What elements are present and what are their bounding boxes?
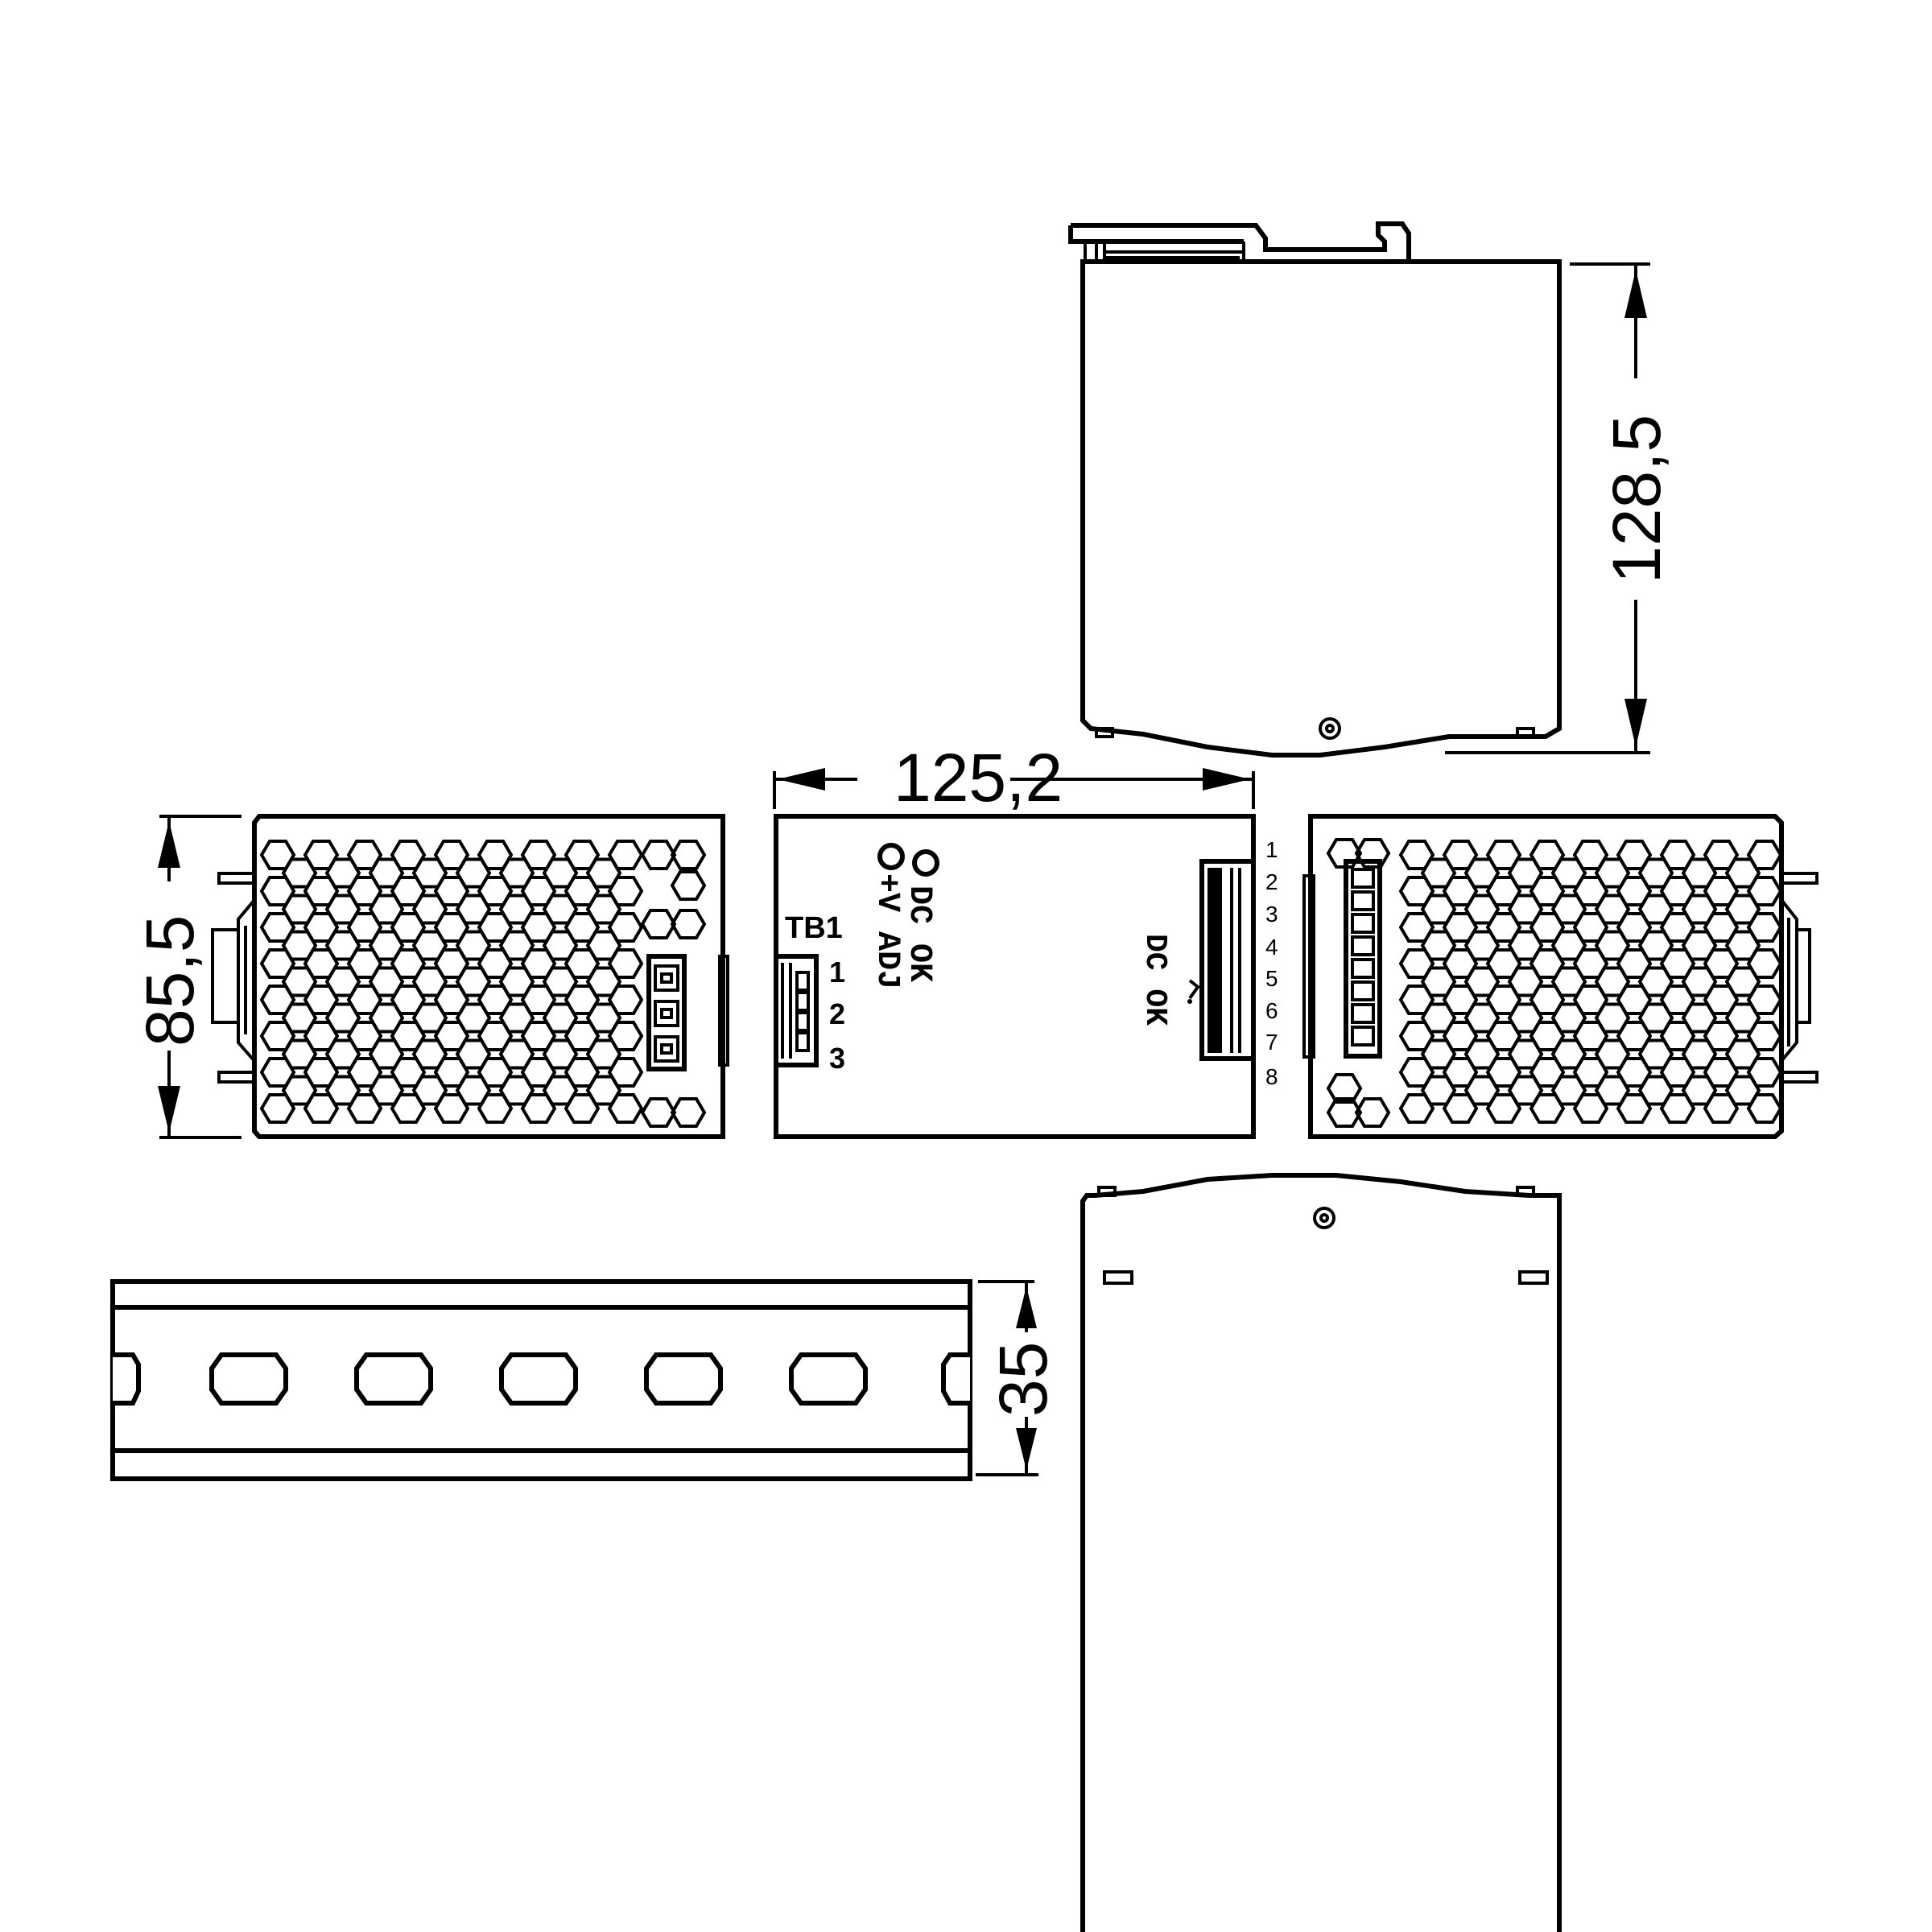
led-indicator-icon bbox=[912, 849, 939, 877]
output-pin-numbers: 1 2 3 4 5 6 7 8 bbox=[1265, 837, 1278, 1089]
terminal-block-8pin bbox=[1344, 859, 1382, 1059]
dimension-height: 128,5 bbox=[1445, 262, 1674, 754]
svg-text:2: 2 bbox=[1265, 869, 1278, 894]
dimension-depth-label: 85,5 bbox=[132, 915, 208, 1047]
dimension-height-label: 128,5 bbox=[1599, 415, 1674, 584]
input-terminal-label: TB1 bbox=[785, 911, 843, 945]
right-side-view bbox=[1302, 814, 1818, 1139]
input-pin-1: 1 bbox=[829, 956, 845, 989]
bottom-view bbox=[1080, 1173, 1562, 1932]
led-label: DC OK bbox=[901, 886, 937, 982]
svg-text:6: 6 bbox=[1265, 998, 1278, 1023]
rail-slots bbox=[209, 1352, 868, 1406]
screw-icon bbox=[1313, 1207, 1335, 1229]
svg-text:1: 1 bbox=[1265, 837, 1278, 862]
output-terminal-block bbox=[1199, 859, 1256, 1061]
pot-label: +V ADJ bbox=[869, 873, 905, 989]
svg-text:5: 5 bbox=[1265, 966, 1278, 991]
input-terminal-block bbox=[774, 954, 819, 1067]
input-pin-2: 2 bbox=[829, 997, 845, 1030]
screw-icon bbox=[1319, 717, 1341, 740]
input-pin-3: 3 bbox=[829, 1042, 845, 1075]
dimension-width: 125,2 bbox=[773, 740, 1255, 815]
svg-text:4: 4 bbox=[1265, 935, 1278, 960]
output-status-label: DC OK bbox=[1137, 934, 1172, 1026]
vent-grid-right bbox=[1399, 840, 1782, 1124]
front-view: DC OK +V ADJ TB1 1 2 3 DC OK 1 2 bbox=[774, 814, 1278, 1139]
relay-contact-icon bbox=[1188, 979, 1200, 1000]
svg-text:3: 3 bbox=[1265, 902, 1278, 927]
top-view: 128,5 bbox=[1068, 221, 1674, 758]
dimension-width-label: 125,2 bbox=[894, 740, 1063, 815]
dimension-depth: 85,5 bbox=[132, 815, 242, 1139]
adjust-potentiometer-icon[interactable] bbox=[877, 843, 905, 870]
svg-text:8: 8 bbox=[1265, 1064, 1278, 1089]
svg-text:7: 7 bbox=[1265, 1030, 1278, 1055]
terminal-block-side bbox=[646, 954, 687, 1071]
dimension-rail-label: 35 bbox=[985, 1342, 1061, 1417]
dimension-rail: 35 bbox=[976, 1280, 1061, 1476]
din-rail: 35 bbox=[110, 1279, 1061, 1481]
left-side-view: 85,5 bbox=[132, 814, 1390, 1139]
